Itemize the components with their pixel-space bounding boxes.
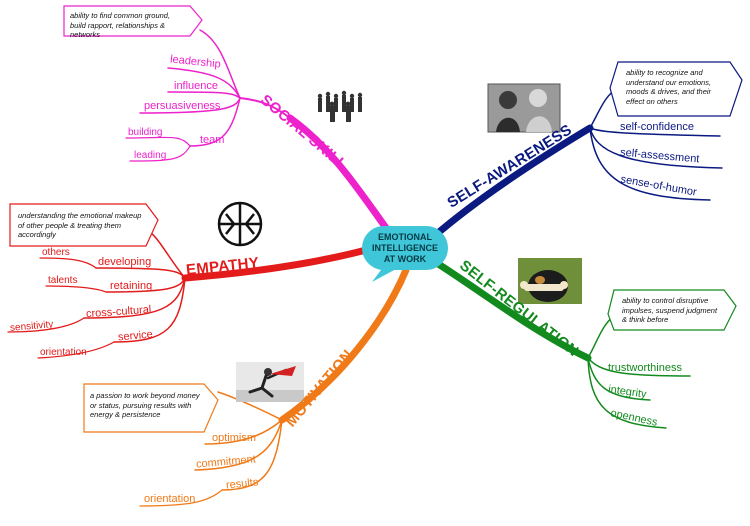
- awareness-note-box: [609, 61, 743, 117]
- retaining-link: [105, 277, 186, 293]
- influence-label: influence: [174, 80, 219, 92]
- social-skill-trunk: [286, 114, 396, 240]
- confidence-link: [589, 127, 721, 137]
- center-line-2: INTELLIGENCE: [371, 242, 438, 253]
- trust-link: [587, 357, 691, 377]
- empathy-note: understanding the emotional makeup of ot…: [18, 211, 142, 239]
- leading-link: [129, 145, 191, 162]
- optimism-link: [204, 419, 283, 445]
- motivation-branch: [139, 266, 410, 507]
- empathy-symbol-icon: [217, 201, 263, 247]
- empathy-orientation-link: [37, 341, 115, 359]
- center-line-3: AT WORK: [383, 253, 427, 264]
- social-skill-branch: [125, 29, 396, 240]
- motivation-note: a passion to work beyond money or status…: [90, 391, 200, 419]
- results-link: [221, 419, 283, 491]
- statues-picture: [487, 83, 561, 133]
- retaining-label: retaining: [110, 280, 153, 292]
- others-label: others: [42, 247, 70, 258]
- talents-link: [45, 285, 107, 293]
- regulation-note-box: [607, 289, 737, 331]
- social-skill-note: ability to find common ground, build rap…: [70, 11, 171, 39]
- others-link: [39, 257, 97, 269]
- commitment-link: [194, 419, 283, 471]
- team-label: team: [200, 134, 225, 146]
- persuasiveness-link: [139, 97, 241, 114]
- dog-with-bone-picture: [518, 258, 582, 304]
- optimism-label: optimism: [212, 432, 257, 444]
- social-note-box: [63, 5, 203, 37]
- motivation-note-box: [83, 383, 219, 433]
- self-awareness-branch: [428, 87, 723, 242]
- regulation-note-link: [587, 315, 615, 359]
- openness-link: [587, 357, 667, 429]
- service-link: [113, 277, 186, 343]
- leadership-link: [167, 67, 241, 99]
- social-note-link: [199, 29, 241, 99]
- persuasiveness-label: persuasiveness: [144, 100, 221, 112]
- leading-label: leading: [134, 150, 167, 161]
- self-regulation-branch: [428, 256, 691, 429]
- social-skill-underline: [239, 97, 291, 119]
- developing-label: developing: [98, 256, 152, 268]
- integrity-link: [587, 357, 651, 401]
- team-link: [189, 97, 241, 147]
- developing-link: [95, 267, 186, 279]
- empathy-trunk: [181, 246, 370, 282]
- talents-label: talents: [48, 275, 78, 286]
- sensitivity-link: [7, 317, 85, 333]
- self-confidence-label: self-confidence: [620, 121, 694, 133]
- motivation-orientation-link: [139, 489, 223, 507]
- center-line-1: EMOTIONAL: [377, 231, 432, 242]
- center-bubble-tail: [372, 266, 398, 282]
- building-link: [125, 136, 191, 147]
- crowd-picture: [314, 88, 366, 124]
- central-topic: EMOTIONAL INTELLIGENCE AT WORK: [362, 226, 448, 270]
- empathy-note-link: [149, 231, 186, 279]
- humor-link: [589, 127, 711, 201]
- self-awareness-trunk: [428, 124, 594, 242]
- cross-cultural-link: [83, 277, 186, 319]
- self-regulation-trunk: [428, 256, 592, 362]
- empathy-note-box: [9, 203, 159, 247]
- trustworthiness-label: trustworthiness: [608, 362, 682, 374]
- building-label: building: [128, 127, 163, 138]
- motivation-orientation-label: orientation: [144, 493, 196, 505]
- influence-link: [167, 91, 241, 99]
- assessment-link: [589, 127, 723, 169]
- motivation-trunk: [278, 266, 410, 424]
- motivation-note-link: [217, 391, 283, 421]
- jumping-businessman-picture: [236, 362, 304, 402]
- self-regulation-note: ability to control disruptive impulses, …: [622, 296, 718, 324]
- empathy-orientation-label: orientation: [40, 347, 87, 358]
- self-awareness-note: ability to recognize and understand our …: [626, 68, 712, 106]
- empathy-branch: [7, 231, 370, 359]
